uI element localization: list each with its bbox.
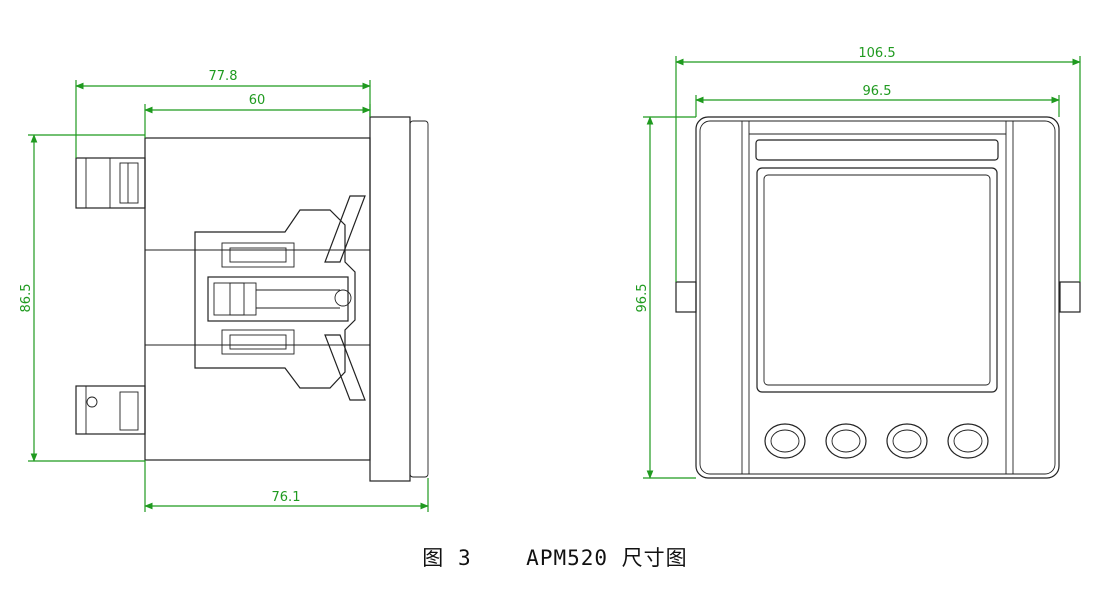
figure-caption: 图 3 APM520 尺寸图 — [0, 542, 1110, 572]
side-dimensions: 77.8 60 86.5 76.1 — [19, 69, 429, 512]
lcd-screen — [763, 174, 991, 386]
button-2 — [825, 423, 867, 459]
dim-label-front-overall: 106.5 — [858, 46, 895, 61]
figure-title: APM520 尺寸图 — [526, 546, 688, 570]
left-side-clip — [675, 281, 697, 313]
dim-label-bottom: 76.1 — [272, 490, 301, 505]
front-frame — [695, 116, 1060, 479]
front-view: 106.5 96.5 96.5 — [635, 46, 1081, 479]
dim-label-front-inner: 96.5 — [863, 84, 892, 99]
side-body-outline — [144, 137, 371, 461]
mounting-clip — [194, 195, 366, 401]
button-3 — [886, 423, 928, 459]
lcd-window — [756, 167, 998, 393]
terminal-block-top — [75, 157, 146, 209]
side-view: 77.8 60 86.5 76.1 — [19, 69, 429, 512]
front-dimensions: 106.5 96.5 96.5 — [635, 46, 1081, 479]
dim-label-top-overall: 77.8 — [209, 69, 238, 84]
dim-label-front-height: 96.5 — [635, 284, 650, 313]
dim-label-top-inner: 60 — [249, 93, 266, 108]
dim-label-left-height: 86.5 — [19, 284, 34, 313]
right-side-clip — [1059, 281, 1081, 313]
dimension-drawing: 77.8 60 86.5 76.1 — [19, 46, 1081, 512]
button-1 — [764, 423, 806, 459]
front-buttons — [764, 423, 989, 459]
side-bezel — [369, 116, 411, 482]
terminal-block-bottom — [75, 385, 146, 435]
figure-label: 图 3 — [422, 546, 472, 570]
button-4 — [947, 423, 989, 459]
indicator-strip — [755, 139, 999, 161]
